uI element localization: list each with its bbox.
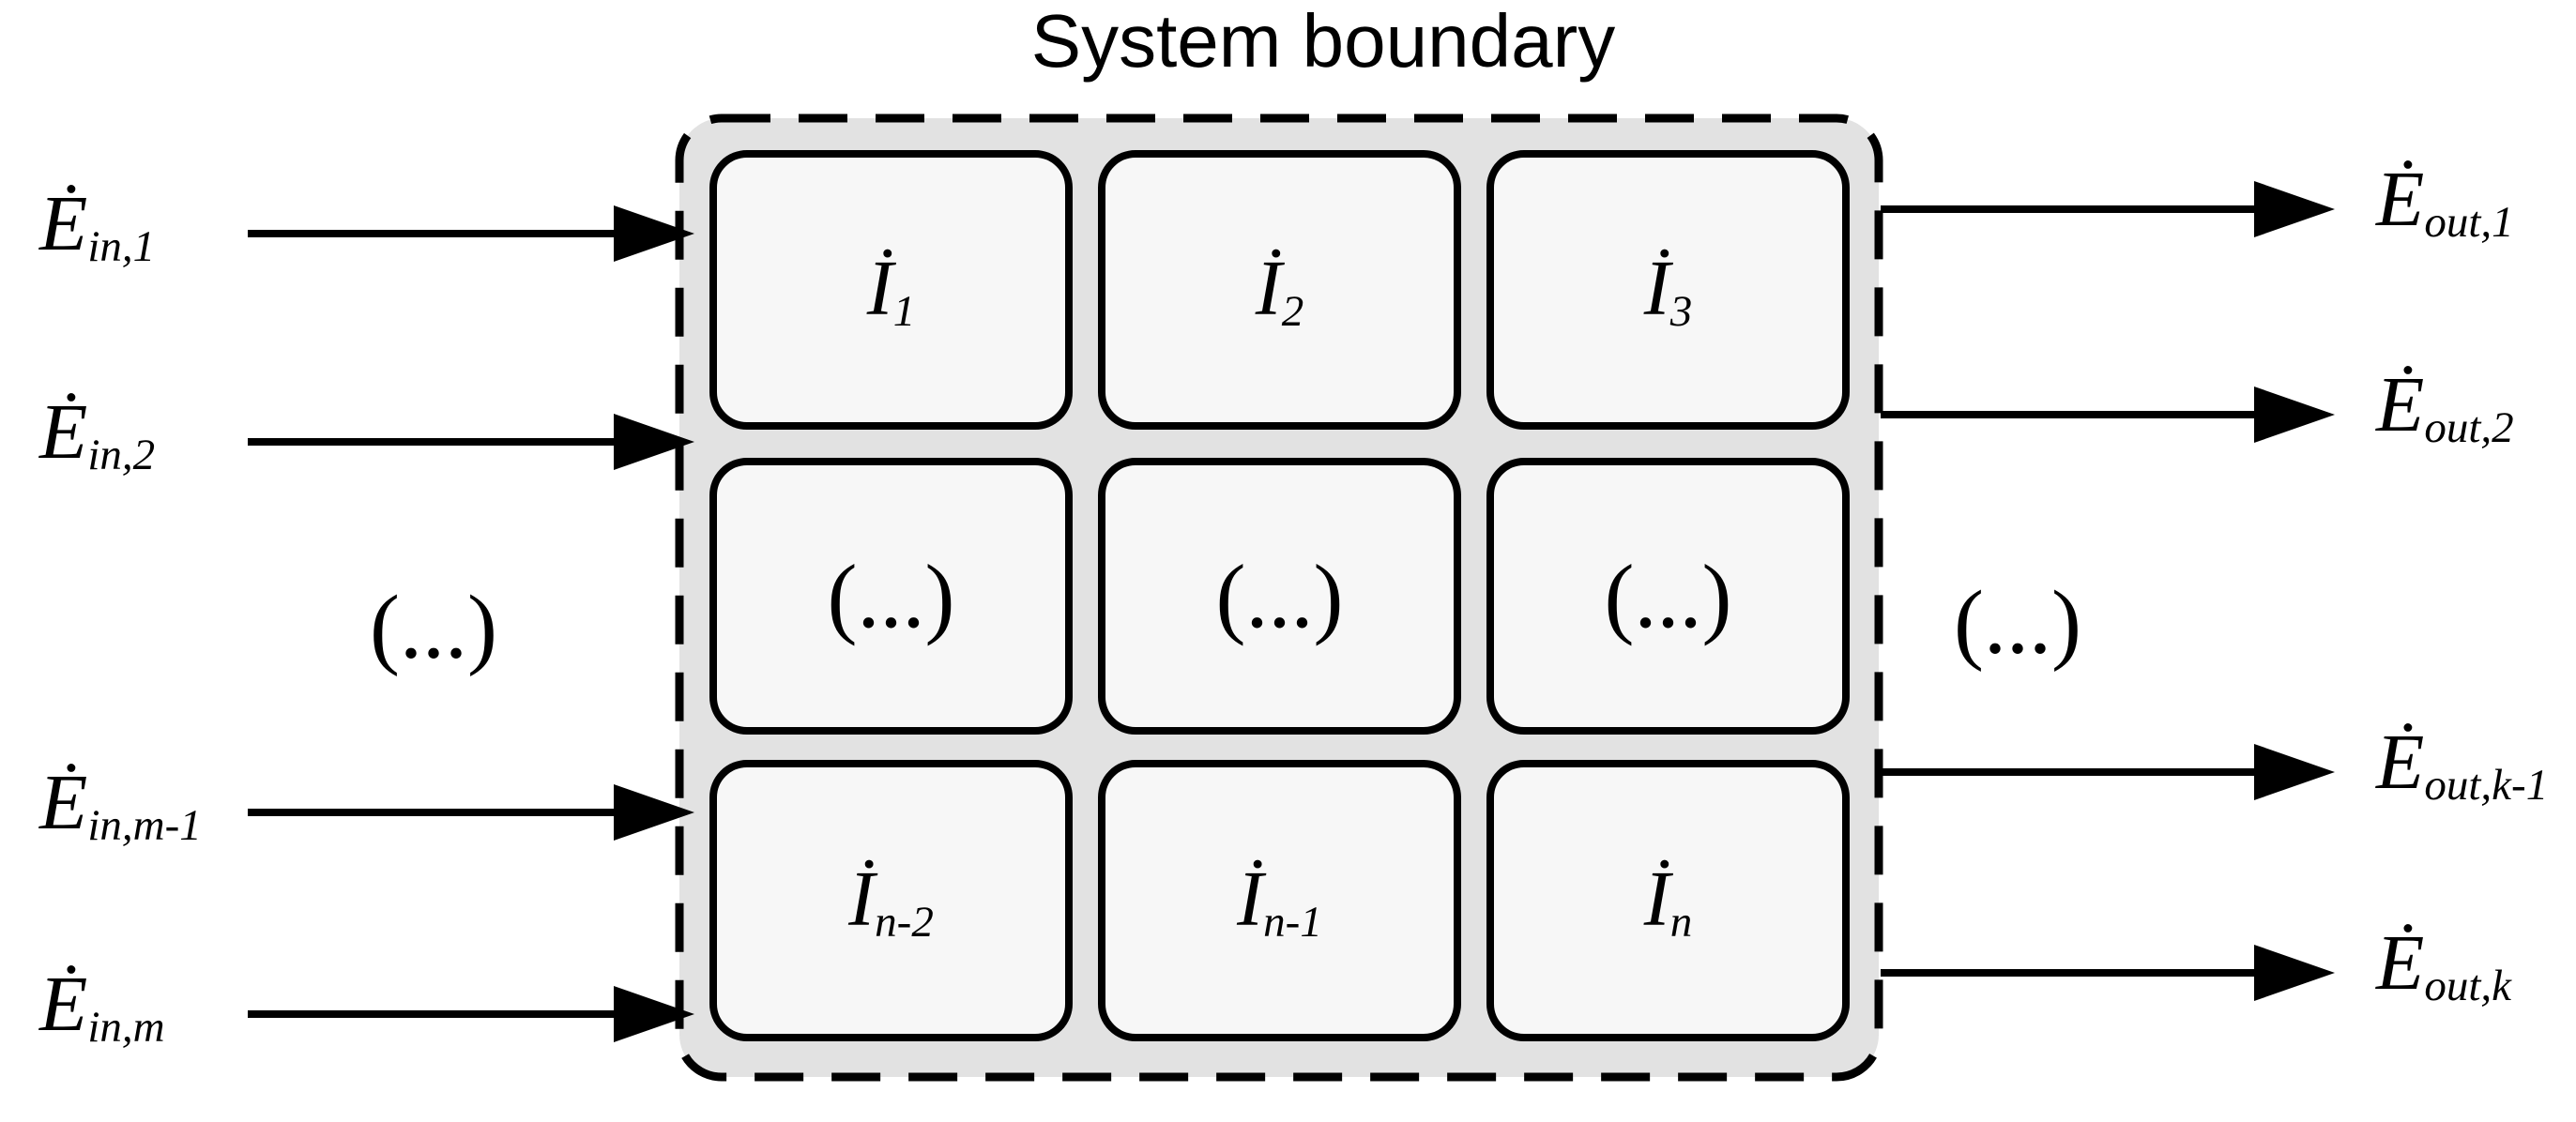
ellipsis-label: (...) [1215,546,1344,646]
unit-symbol: İ [1643,855,1670,943]
output-arrow-1 [1881,181,2335,237]
unit-label: İ3 [1644,243,1693,337]
flow-subscript: in,1 [87,222,156,272]
arrow-head-icon [2254,181,2335,237]
output-label-1: Ėout,1 [2376,134,2514,265]
unit-subscript: 3 [1669,287,1693,337]
unit-box-3: İ3 [1486,150,1850,430]
unit-subscript: n [1669,898,1693,948]
flow-subscript: in,2 [87,431,156,480]
flow-symbol: Ė [39,759,88,846]
input-label-m-1: Ėin,m-1 [39,737,202,869]
unit-label: İ1 [867,243,916,337]
ellipsis-label: (...) [827,546,955,646]
arrow-head-icon [614,205,694,262]
arrow-head-icon [2254,945,2335,1001]
output-label-k-1: Ėout,k-1 [2376,697,2548,828]
output-label-k: Ėout,k [2376,898,2511,1029]
flow-subscript: in,m-1 [87,801,202,851]
flow-subscript: out,2 [2424,403,2514,453]
arrow-head-icon [614,784,694,841]
flow-subscript: in,m [87,1003,165,1053]
input-label-m: Ėin,m [39,939,165,1070]
unit-box-n-2: İn-2 [709,760,1073,1041]
flow-symbol: Ė [39,961,88,1048]
unit-symbol: İ [1643,244,1670,332]
unit-box-2: İ2 [1098,150,1461,430]
flow-symbol: Ė [2376,156,2425,243]
input-arrow-1 [248,205,694,262]
flow-subscript: out,k-1 [2424,761,2549,811]
output-arrow-3 [1881,744,2335,800]
arrow-head-icon [2254,387,2335,443]
input-arrow-3 [248,784,694,841]
unit-symbol: İ [1237,855,1264,943]
unit-symbol: İ [848,855,876,943]
unit-subscript: n-1 [1263,898,1322,948]
page-title: System boundary [1030,0,1616,83]
unit-box-ellipsis-2: (...) [1098,458,1461,735]
input-arrow-2 [248,414,694,470]
unit-subscript: n-2 [875,898,934,948]
unit-subscript: 1 [892,287,916,337]
flow-subscript: out,1 [2424,198,2514,248]
arrow-head-icon [614,414,694,470]
unit-symbol: İ [866,244,893,332]
unit-label: İn [1644,854,1693,948]
output-ellipsis: (...) [1954,571,2081,673]
unit-box-n-1: İn-1 [1098,760,1461,1041]
input-ellipsis: (...) [370,576,497,677]
arrow-head-icon [2254,744,2335,800]
output-arrow-2 [1881,387,2335,443]
unit-label: İn-1 [1237,854,1322,948]
output-label-2: Ėout,2 [2376,340,2514,471]
unit-box-1: İ1 [709,150,1073,430]
unit-label: İn-2 [848,854,934,948]
unit-box-ellipsis-1: (...) [709,458,1073,735]
unit-subscript: 2 [1281,287,1304,337]
arrow-head-icon [614,986,694,1042]
flow-subscript: out,k [2424,962,2512,1011]
unit-box-ellipsis-3: (...) [1486,458,1850,735]
input-label-2: Ėin,2 [39,367,155,498]
output-arrow-4 [1881,945,2335,1001]
flow-symbol: Ė [39,180,88,267]
ellipsis-label: (...) [1604,546,1732,646]
unit-box-n: İn [1486,760,1850,1041]
input-arrow-4 [248,986,694,1042]
flow-symbol: Ė [2376,719,2425,806]
input-label-1: Ėin,1 [39,159,155,290]
unit-label: İ2 [1256,243,1304,337]
flow-symbol: Ė [2376,361,2425,448]
flow-symbol: Ė [2376,919,2425,1007]
unit-symbol: İ [1255,244,1282,332]
flow-symbol: Ė [39,388,88,476]
